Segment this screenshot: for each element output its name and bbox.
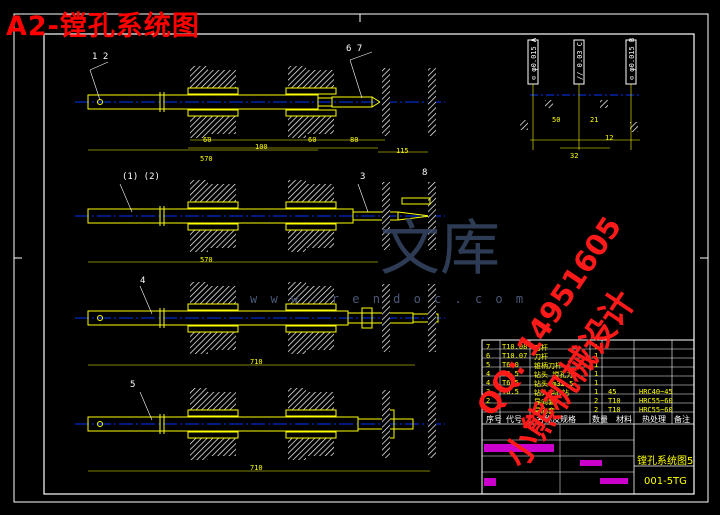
dim-21: 21 <box>590 116 599 124</box>
dim-60-b: 60 <box>308 136 317 144</box>
dim-50: 50 <box>552 116 561 124</box>
dim-80: 80 <box>350 136 359 144</box>
assembly-row-1 <box>75 51 445 153</box>
dim-32: 32 <box>570 152 579 160</box>
dim-710-b: 710 <box>250 464 263 472</box>
drawing-title: A2-镗孔系统图 <box>6 11 200 42</box>
dim-60-a: 60 <box>203 136 212 144</box>
tolerance-frame-a: ⊙ φ0.015 A <box>530 37 538 80</box>
tolerance-frame-b: ⊙ φ0.015 B <box>628 37 636 80</box>
tolerance-frame-c: // 0.03 C <box>576 42 584 80</box>
brand-watermark: 文库 <box>380 214 500 284</box>
dim-710-a: 710 <box>250 358 263 366</box>
callout-6-7: 6 7 <box>346 44 363 54</box>
dim-570-b: 570 <box>200 256 213 264</box>
callout-4: 4 <box>140 276 146 286</box>
drawing-code: 001-5TG <box>644 476 687 487</box>
dim-12: 12 <box>605 134 614 142</box>
dim-115: 115 <box>396 147 409 155</box>
detail-view <box>520 39 640 150</box>
dim-570-a: 570 <box>200 155 213 163</box>
callout-1-2: 1 2 <box>92 52 109 62</box>
dim-100: 100 <box>255 143 268 151</box>
title-block-grid <box>481 339 695 495</box>
assembly-row-3 <box>75 282 445 366</box>
callout-3: 3 <box>360 172 366 182</box>
callout-5: 5 <box>130 380 136 390</box>
url-watermark: w w w . r e n d o c . c o m <box>250 292 527 306</box>
callout-row2-parts: (1) (2) <box>122 172 160 182</box>
assembly-row-2 <box>75 180 445 263</box>
inner-frame <box>43 33 695 495</box>
drawing-name: 镗孔系统图5 <box>637 456 694 467</box>
callout-8: 8 <box>422 168 428 178</box>
assembly-row-4 <box>75 388 445 472</box>
